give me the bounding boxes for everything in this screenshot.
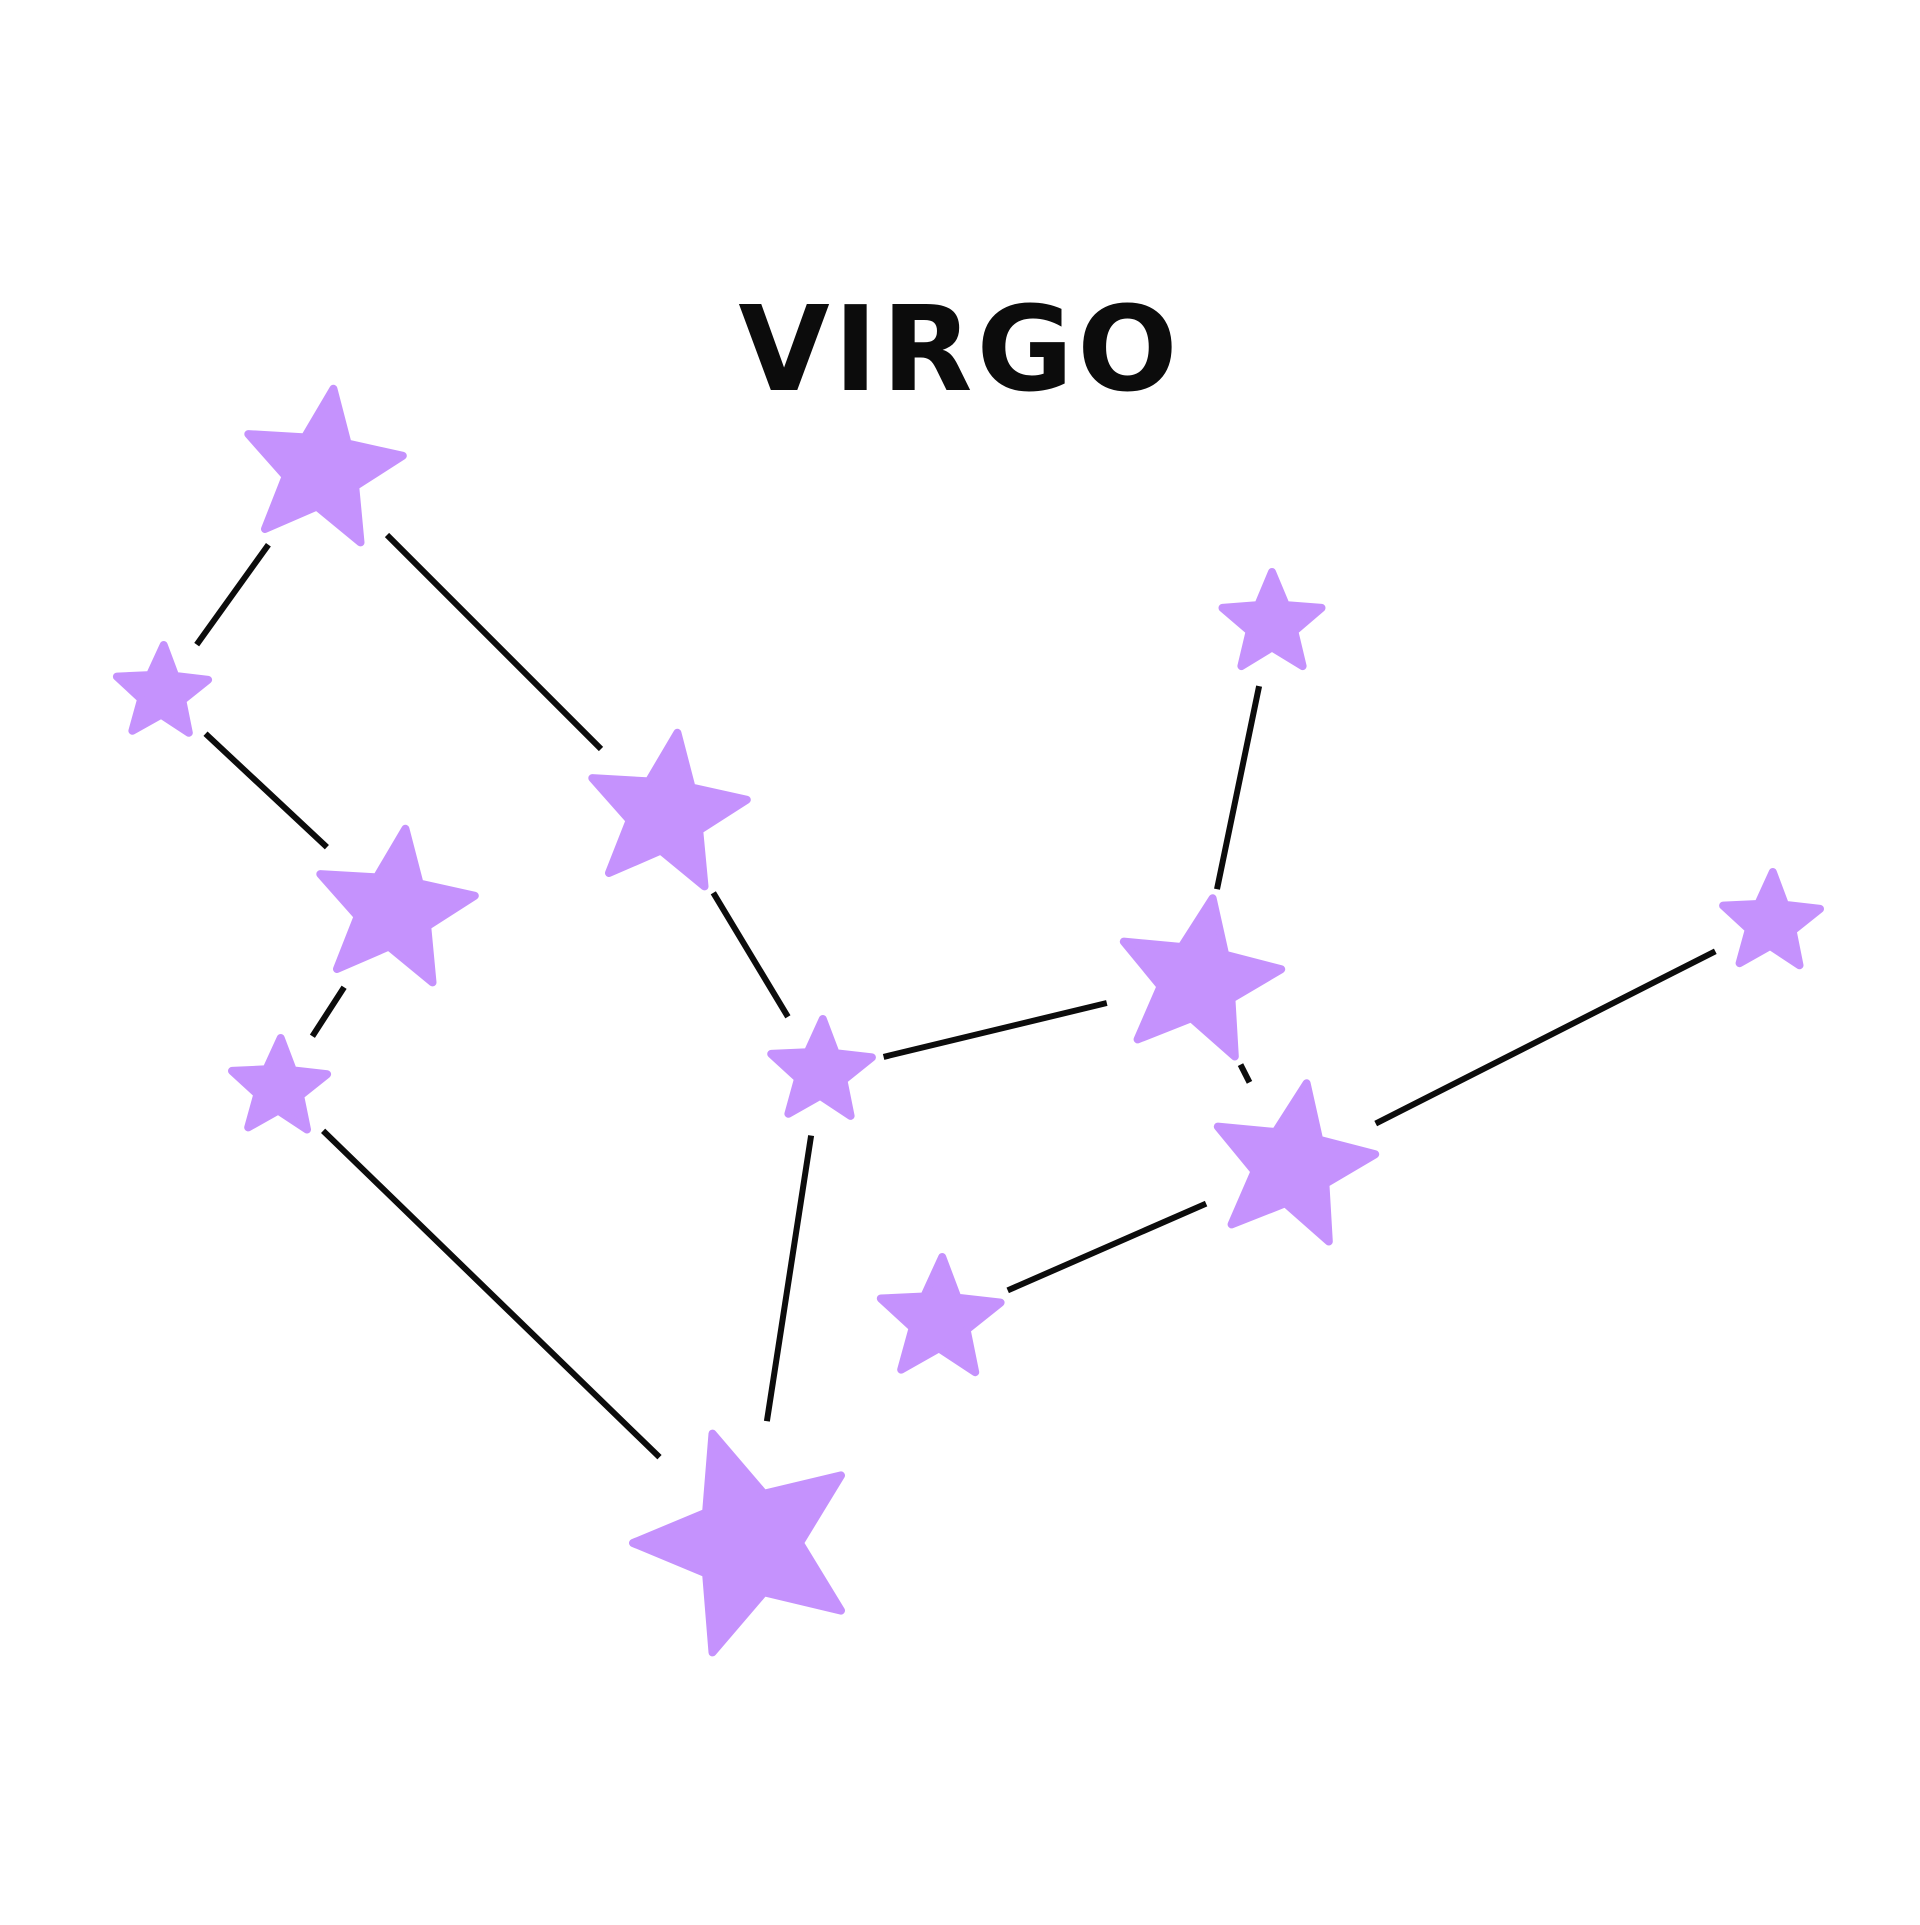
star-right-center-icon xyxy=(1213,1079,1380,1246)
connection-lines xyxy=(194,532,1717,1460)
connection-line-star-top-left-to-star-center-upper xyxy=(384,532,604,752)
star-left-small-icon xyxy=(112,641,213,737)
connection-line-star-top-left-to-star-left-small xyxy=(194,542,271,647)
connection-line-star-right-center-to-star-far-right xyxy=(1374,948,1717,1127)
star-left-lower-icon xyxy=(228,1034,332,1134)
constellation-title: VIRGO xyxy=(738,280,1181,418)
connection-line-star-right-top-to-star-right-mid xyxy=(1214,685,1263,890)
connection-line-star-center-upper-to-star-center xyxy=(710,891,791,1019)
star-right-mid-icon xyxy=(1119,894,1286,1061)
star-far-right-icon xyxy=(1719,868,1824,970)
stars xyxy=(112,384,1824,1657)
star-bottom-right-icon xyxy=(876,1253,1005,1377)
star-center-upper-icon xyxy=(588,728,751,891)
connection-line-star-left-small-to-star-left-mid xyxy=(203,731,329,850)
connection-line-star-right-center-to-star-bottom-right xyxy=(1006,1200,1208,1294)
star-left-mid-icon xyxy=(316,824,479,987)
connection-line-star-right-mid-to-star-right-center xyxy=(1237,1063,1253,1084)
star-bottom-large-icon xyxy=(629,1429,845,1657)
connection-line-star-left-lower-to-star-bottom-large xyxy=(321,1128,662,1460)
star-top-left-icon xyxy=(244,384,407,547)
connection-line-star-center-to-star-right-mid xyxy=(882,1000,1108,1060)
star-center-icon xyxy=(767,1015,876,1120)
star-right-top-icon xyxy=(1218,568,1326,671)
connection-line-star-center-to-star-bottom-large xyxy=(763,1135,815,1422)
connection-line-star-left-mid-to-star-left-lower xyxy=(309,985,347,1038)
